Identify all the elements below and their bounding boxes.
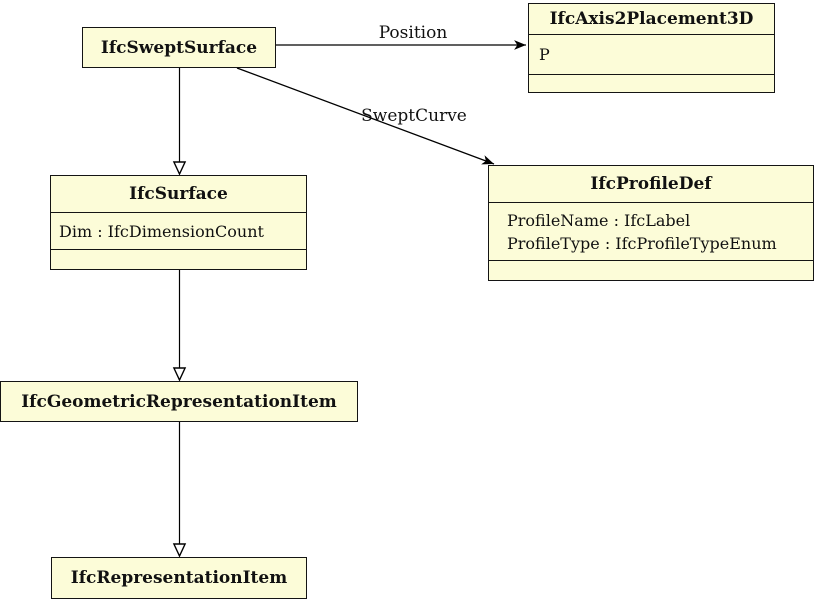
association-label-sweptcurve: SweptCurve: [361, 106, 467, 126]
class-title: IfcGeometricRepresentationItem: [21, 391, 337, 412]
class-box-ifcrepresentationitem[interactable]: IfcRepresentationItem: [51, 557, 307, 599]
class-box-ifcaxis2placement3d[interactable]: IfcAxis2Placement3D P: [528, 3, 775, 93]
class-box-ifcgeometricrepresentationitem[interactable]: IfcGeometricRepresentationItem: [0, 381, 358, 422]
class-box-ifcsweptsurface[interactable]: IfcSweptSurface: [82, 27, 276, 68]
class-attribute: Dim : IfcDimensionCount: [59, 221, 264, 241]
empty-compartment: [529, 74, 774, 92]
class-attributes: P: [529, 34, 774, 74]
class-box-ifcprofiledef[interactable]: IfcProfileDef ProfileName : IfcLabel Pro…: [488, 165, 814, 281]
class-title: IfcAxis2Placement3D: [549, 9, 754, 29]
class-attributes: ProfileName : IfcLabel ProfileType : Ifc…: [489, 202, 813, 260]
class-attribute: ProfileType : IfcProfileTypeEnum: [507, 233, 777, 253]
association-label-position: Position: [378, 23, 448, 43]
class-attributes: Dim : IfcDimensionCount: [51, 212, 306, 249]
class-attribute: ProfileName : IfcLabel: [507, 210, 691, 230]
class-title: IfcSurface: [129, 184, 228, 204]
class-title: IfcSweptSurface: [100, 37, 258, 58]
empty-compartment: [51, 249, 306, 269]
class-attribute: P: [539, 45, 550, 64]
empty-compartment: [489, 260, 813, 280]
class-title: IfcRepresentationItem: [70, 568, 288, 588]
class-title: IfcProfileDef: [590, 174, 712, 194]
class-box-ifcsurface[interactable]: IfcSurface Dim : IfcDimensionCount: [50, 175, 307, 270]
